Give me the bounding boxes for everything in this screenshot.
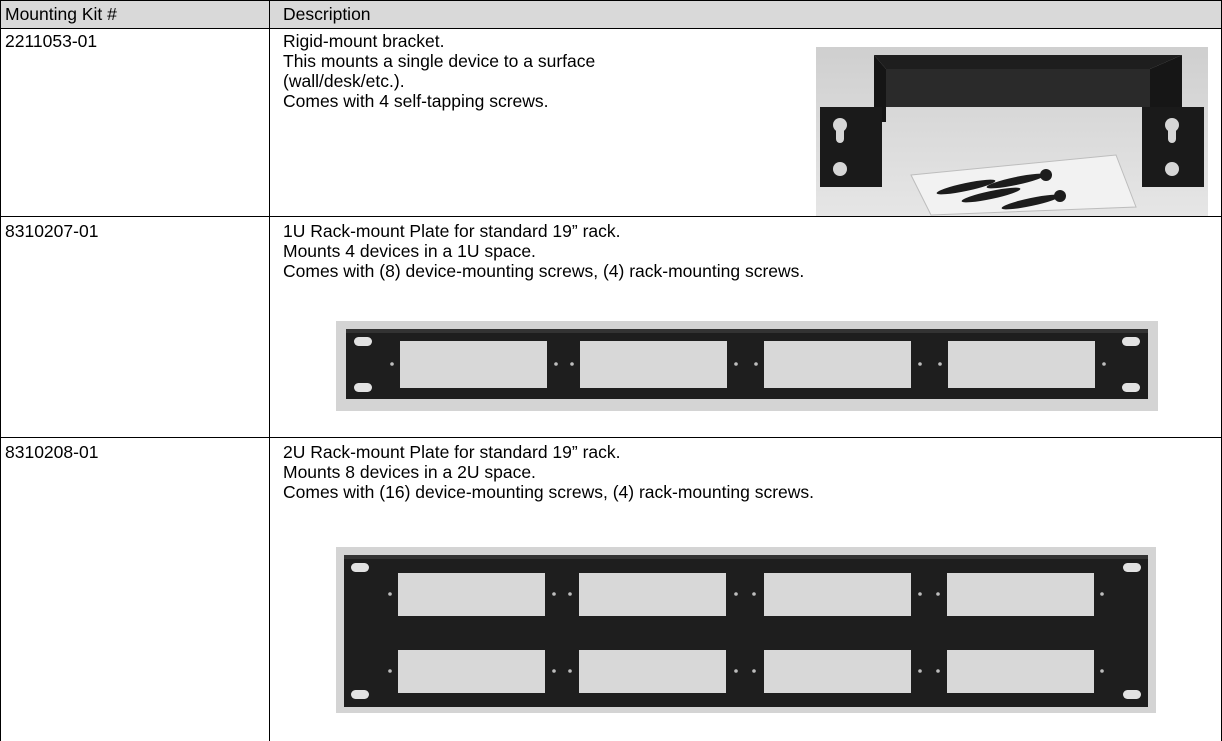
- header-divider: [0, 28, 1222, 29]
- description-line: 2U Rack-mount Plate for standard 19” rac…: [283, 442, 621, 462]
- description-line: Mounts 8 devices in a 2U space.: [283, 462, 536, 482]
- description-line: (wall/desk/etc.).: [283, 71, 405, 91]
- 1u-rack-plate-photo: [336, 321, 1158, 411]
- table-header-background: [1, 1, 1221, 28]
- description-line: Rigid-mount bracket.: [283, 31, 445, 51]
- kit-number: 8310207-01: [5, 221, 99, 241]
- description-line: Comes with (8) device-mounting screws, (…: [283, 261, 805, 281]
- row-divider: [0, 216, 1222, 217]
- column-divider: [269, 0, 270, 741]
- kit-number: 8310208-01: [5, 442, 99, 462]
- table-border-top: [0, 0, 1222, 1]
- header-mounting-kit: Mounting Kit #: [5, 4, 117, 24]
- row-divider: [0, 437, 1222, 438]
- header-description: Description: [283, 4, 371, 24]
- rigid-mount-bracket-photo: [816, 47, 1208, 216]
- kit-number: 2211053-01: [5, 31, 98, 51]
- description-line: Comes with (16) device-mounting screws, …: [283, 482, 814, 502]
- description-line: Mounts 4 devices in a 1U space.: [283, 241, 536, 261]
- description-line: Comes with 4 self-tapping screws.: [283, 91, 549, 111]
- description-line: 1U Rack-mount Plate for standard 19” rac…: [283, 221, 621, 241]
- table-border-left: [0, 0, 1, 741]
- description-line: This mounts a single device to a surface: [283, 51, 596, 71]
- 2u-rack-plate-photo: [336, 547, 1156, 713]
